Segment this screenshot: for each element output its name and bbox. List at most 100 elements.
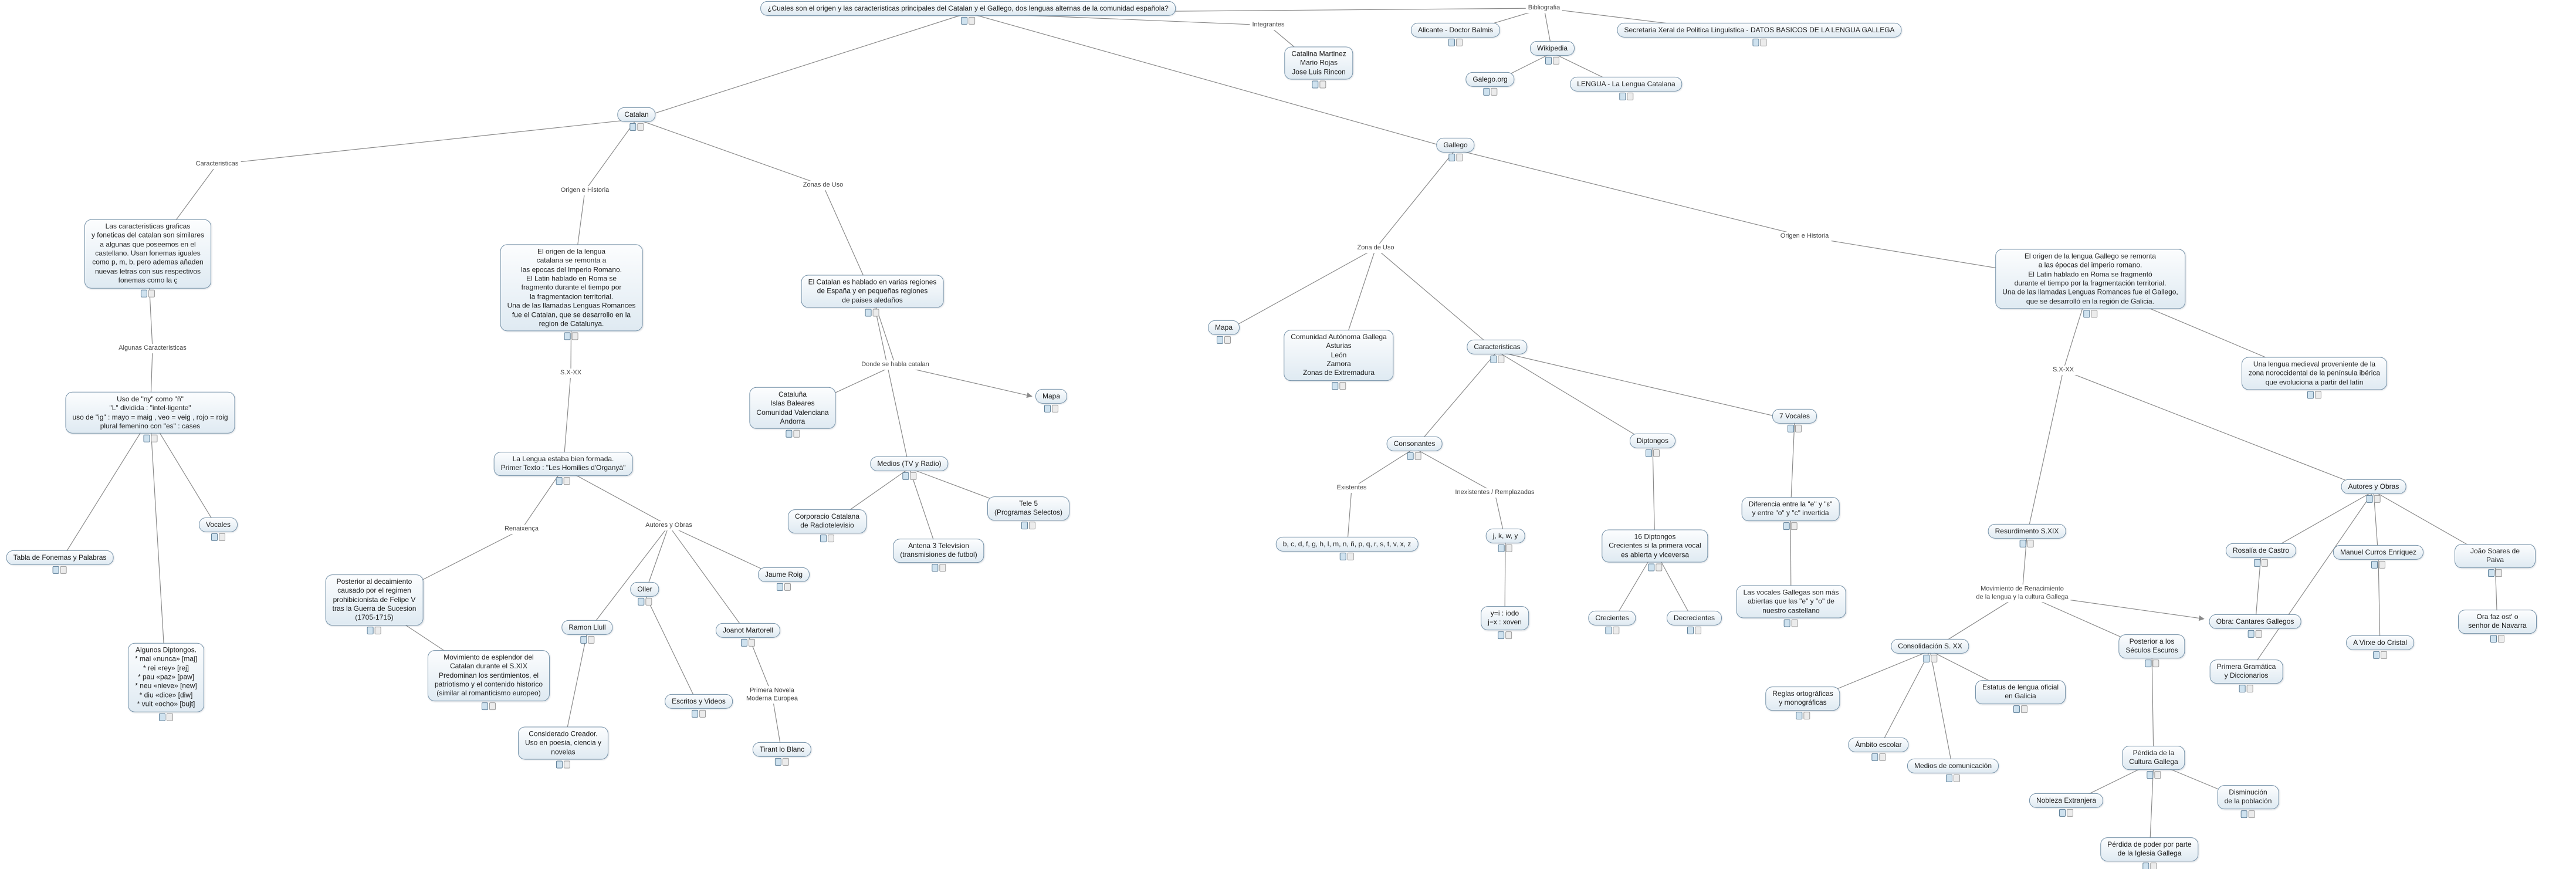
concept-galego_org[interactable]: Galego.org [1465, 72, 1515, 96]
concept-reglas_ortograficas[interactable]: Reglas ortográficas y monográficas [1765, 687, 1840, 719]
resource-link-icon[interactable] [740, 639, 755, 647]
resource-link-icon[interactable] [1483, 88, 1497, 96]
resource-link-icon[interactable] [1448, 39, 1463, 47]
resource-link-icon[interactable] [2253, 559, 2268, 567]
resource-link-icon[interactable] [1923, 655, 1937, 663]
concept-ramon_llull[interactable]: Ramon Llull [561, 620, 613, 644]
resource-link-icon[interactable] [564, 332, 578, 340]
resource-link-icon[interactable] [143, 435, 157, 443]
resource-link-icon[interactable] [1498, 545, 1512, 553]
resource-link-icon[interactable] [482, 702, 496, 710]
concept-antena3[interactable]: Antena 3 Television (transmisiones de fu… [893, 539, 984, 572]
concept-tabla_fonemas[interactable]: Tabla de Fonemas y Palabras [6, 550, 114, 574]
concept-vocales_abiertas[interactable]: Las vocales Gallegas son más abiertas qu… [1736, 585, 1846, 627]
concept-regiones_catalan[interactable]: Cataluña Islas Baleares Comunidad Valenc… [749, 387, 836, 438]
resource-link-icon[interactable] [1044, 405, 1058, 413]
concept-alicante[interactable]: Alicante - Doctor Balmis [1410, 22, 1501, 47]
concept-origen_cat_text[interactable]: El origen de la lengua catalana se remon… [500, 244, 643, 340]
concept-oller[interactable]: Oller [630, 581, 659, 606]
concept-obra_cantares[interactable]: Obra: Cantares Gallegos [2209, 614, 2301, 638]
resource-link-icon[interactable] [1545, 57, 1559, 65]
resource-link-icon[interactable] [2307, 391, 2321, 399]
resource-link-icon[interactable] [1497, 631, 1512, 639]
concept-movimiento_esplendor[interactable]: Movimiento de esplendor del Catalan dura… [427, 650, 550, 710]
resource-link-icon[interactable] [141, 289, 155, 297]
concept-estatus_oficial[interactable]: Estatus de lengua oficial en Galicia [1975, 680, 2066, 713]
concept-crecientes[interactable]: Crecientes [1588, 610, 1636, 635]
concept-escritos_videos[interactable]: Escritos y Videos [665, 694, 733, 718]
resource-link-icon[interactable] [1783, 522, 1798, 530]
link-label-l_algunas_caract[interactable]: Algunas Caracteristicas [116, 344, 189, 353]
link-label-l_sx_cat[interactable]: S.X-XX [557, 368, 584, 378]
resource-link-icon[interactable] [2239, 684, 2253, 692]
resource-link-icon[interactable] [2366, 495, 2381, 503]
resource-link-icon[interactable] [1619, 93, 1633, 101]
concept-manuel_curros[interactable]: Manuel Curros Enríquez [2333, 545, 2424, 569]
link-label-l_origen_cat[interactable]: Origen e Historia [558, 186, 612, 195]
link-label-l_primera_novela[interactable]: Primera Novela Moderna Europea [743, 686, 801, 704]
link-label-l_zonas_uso[interactable]: Zonas de Uso [800, 181, 846, 190]
link-label-l_zona_uso_g[interactable]: Zona de Uso [1355, 244, 1397, 253]
concept-nobleza_extranjera[interactable]: Nobleza Extranjera [2029, 793, 2104, 817]
concept-zonas_gallego[interactable]: Comunidad Autónoma Gallega Asturias León… [1284, 330, 1394, 390]
link-label-l_inexistentes[interactable]: Inexistentes / Remplazadas [1453, 488, 1537, 498]
resource-link-icon[interactable] [1945, 775, 1960, 783]
link-label-l_autores_cat[interactable]: Autores y Obras [643, 521, 695, 530]
link-label-l_origen_g[interactable]: Origen e Historia [1778, 232, 1832, 241]
resource-link-icon[interactable] [556, 476, 570, 485]
concept-considerado_creador[interactable]: Considerado Creador. Uso en poesia, cien… [517, 726, 609, 769]
resource-link-icon[interactable] [2490, 634, 2504, 643]
link-label-l_sx_g[interactable]: S.X-XX [2050, 366, 2077, 375]
concept-jaume_roig[interactable]: Jaume Roig [757, 567, 810, 591]
resource-link-icon[interactable] [1787, 425, 1802, 433]
resource-link-icon[interactable] [865, 309, 879, 317]
concept-medios_tv[interactable]: Medios (TV y Radio) [870, 456, 949, 481]
concept-wikipedia[interactable]: Wikipedia [1529, 40, 1575, 65]
concept-remplazos[interactable]: y=i : iodo j=x : xoven [1481, 606, 1529, 639]
resource-link-icon[interactable] [2146, 770, 2161, 779]
resource-link-icon[interactable] [1795, 711, 1810, 719]
concept-gallego[interactable]: Gallego [1436, 137, 1475, 162]
link-label-l_existentes[interactable]: Existentes [1334, 483, 1369, 493]
resource-link-icon[interactable] [2142, 862, 2157, 869]
concept-tirant[interactable]: Tirant lo Blanc [752, 742, 812, 766]
concept-catalan[interactable]: Catalan [617, 107, 656, 131]
concept-caract_text[interactable]: Las caracteristicas graficas y foneticas… [84, 219, 212, 297]
concept-caract_gallego[interactable]: Caracteristicas [1467, 339, 1528, 364]
concept-mapa_catalan[interactable]: Mapa [1035, 388, 1068, 413]
concept-siete_vocales[interactable]: 7 Vocales [1772, 408, 1817, 433]
concept-diptongos_gallego[interactable]: Diptongos [1629, 433, 1676, 458]
concept-letras_inexistentes[interactable]: j, k, w, y [1485, 528, 1525, 553]
resource-link-icon[interactable] [2083, 310, 2097, 318]
concept-origen_gallego_text[interactable]: El origen de la lengua Gallego se remont… [1995, 249, 2185, 318]
concept-question[interactable]: ¿Cuales son el origen y las caracteristi… [760, 1, 1176, 25]
link-label-l_integrantes[interactable]: Integrantes [1250, 21, 1287, 30]
resource-link-icon[interactable] [1021, 521, 1035, 529]
concept-virxe_cristal[interactable]: A Virxe do Cristal [2346, 635, 2414, 660]
resource-link-icon[interactable] [1340, 553, 1354, 561]
concept-algunos_diptongos[interactable]: Algunos Diptongos. * mai «nunca» [maj] *… [127, 643, 205, 721]
resource-link-icon[interactable] [1407, 452, 1421, 461]
resource-link-icon[interactable] [820, 534, 834, 542]
concept-rosalia[interactable]: Rosalía de Castro [2225, 543, 2297, 567]
concept-disminucion_poblacion[interactable]: Disminución de la población [2217, 785, 2279, 818]
resource-link-icon[interactable] [2013, 705, 2027, 713]
concept-autores_obras_g[interactable]: Autores y Obras [2341, 479, 2406, 503]
resource-link-icon[interactable] [2488, 569, 2502, 577]
concept-ora_faz[interactable]: Ora faz ost' o senhor de Navarra [2458, 610, 2537, 643]
link-label-l_caracteristicas_cat[interactable]: Caracteristicas [193, 160, 241, 169]
concept-decrecientes[interactable]: Decrecientes [1666, 610, 1722, 635]
resource-link-icon[interactable] [638, 598, 652, 606]
concept-dieciseis_diptongos[interactable]: 16 Diptongos Crecientes si la primera vo… [1602, 529, 1708, 572]
resource-link-icon[interactable] [1647, 563, 1662, 572]
link-label-l_movimiento_renacimiento[interactable]: Movimiento de Renacimiento de la lengua … [1974, 584, 2071, 602]
concept-posterior_decaimiento[interactable]: Posterior al decaimiento causado por el … [325, 574, 424, 634]
concept-integrantes[interactable]: Catalina Martinez Mario Rojas Jose Luis … [1284, 46, 1353, 89]
concept-secretaria[interactable]: Secretaria Xeral de Politica Linguistica… [1617, 22, 1902, 47]
resource-link-icon[interactable] [2247, 630, 2262, 638]
resource-link-icon[interactable] [1331, 381, 1346, 390]
resource-link-icon[interactable] [211, 533, 225, 542]
resource-link-icon[interactable] [1687, 627, 1701, 635]
resource-link-icon[interactable] [2059, 809, 2073, 817]
resource-link-icon[interactable] [777, 583, 791, 591]
